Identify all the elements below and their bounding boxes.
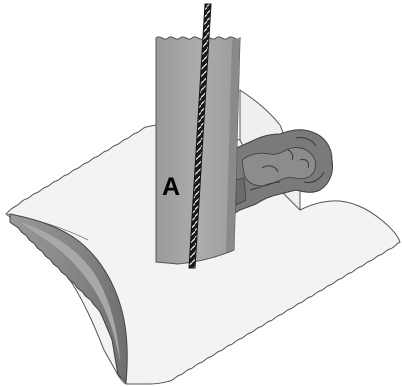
label-a: A [162, 173, 180, 201]
